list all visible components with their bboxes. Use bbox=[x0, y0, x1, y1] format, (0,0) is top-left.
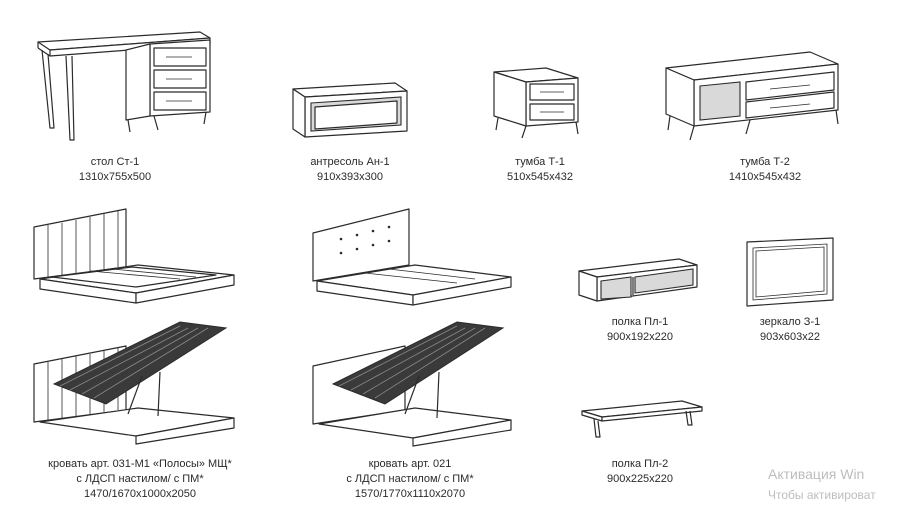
bed-031-caption: кровать арт. 031-М1 «Полосы» МЩ* с ЛДСП … bbox=[20, 457, 260, 502]
item-dims: 900x192x220 bbox=[606, 331, 674, 343]
item-name: кровать арт. 021 bbox=[368, 458, 452, 470]
item-subtitle: с ЛДСП настилом/ с ПМ* bbox=[76, 473, 204, 485]
bed-031-lifted-drawing bbox=[33, 321, 235, 445]
item-name: стол Ст-1 bbox=[90, 156, 140, 168]
item-dims: 910x393x300 bbox=[316, 171, 384, 183]
bed-021-lifted-drawing bbox=[312, 321, 512, 447]
bed-021-caption: кровать арт. 021 с ЛДСП настилом/ с ПМ* … bbox=[300, 457, 520, 502]
mirror-z1-drawing bbox=[746, 237, 834, 307]
item-name: полка Пл-2 bbox=[611, 458, 669, 470]
item-name: антресоль Ан-1 bbox=[310, 156, 390, 168]
nightstand-t1-caption: тумба Т-1 510x545x432 bbox=[475, 155, 605, 185]
item-dims: 510x545x432 bbox=[506, 171, 574, 183]
item-dims: 1410x545x432 bbox=[728, 171, 802, 183]
mezzanine-an1-caption: антресоль Ан-1 910x393x300 bbox=[285, 155, 415, 185]
shelf-pl2-caption: полка Пл-2 900x225x220 bbox=[580, 457, 700, 487]
tv-stand-t2-drawing bbox=[665, 51, 839, 141]
desk-st1-caption: стол Ст-1 1310x755x500 bbox=[55, 155, 175, 185]
activation-watermark-title: Активация Win bbox=[768, 466, 865, 482]
mirror-z1-caption: зеркало З-1 903x603x22 bbox=[730, 315, 850, 345]
item-name: полка Пл-1 bbox=[611, 316, 669, 328]
shelf-pl1-caption: полка Пл-1 900x192x220 bbox=[580, 315, 700, 345]
item-name: тумба Т-1 bbox=[515, 156, 565, 168]
shelf-pl1-drawing bbox=[578, 258, 698, 302]
item-dims: 1570/1770x1110x2070 bbox=[354, 488, 466, 500]
nightstand-t1-drawing bbox=[493, 67, 579, 139]
item-subtitle: с ЛДСП настилом/ с ПМ* bbox=[346, 473, 474, 485]
mezzanine-an1-drawing bbox=[292, 82, 408, 138]
bed-031-flat-drawing bbox=[33, 208, 235, 304]
item-name: тумба Т-2 bbox=[740, 156, 790, 168]
item-dims: 1470/1670x1000x2050 bbox=[84, 488, 196, 500]
bed-021-flat-drawing bbox=[312, 208, 512, 306]
item-name: зеркало З-1 bbox=[759, 316, 821, 328]
desk-st1-drawing bbox=[37, 31, 211, 141]
shelf-pl2-drawing bbox=[581, 400, 703, 438]
item-dims: 900x225x220 bbox=[606, 473, 674, 485]
activation-watermark-subtitle: Чтобы активироват bbox=[768, 488, 876, 502]
tv-stand-t2-caption: тумба Т-2 1410x545x432 bbox=[700, 155, 830, 185]
item-name: кровать арт. 031-М1 «Полосы» МЩ* bbox=[48, 458, 232, 470]
item-dims: 903x603x22 bbox=[760, 331, 820, 343]
item-dims: 1310x755x500 bbox=[78, 171, 152, 183]
